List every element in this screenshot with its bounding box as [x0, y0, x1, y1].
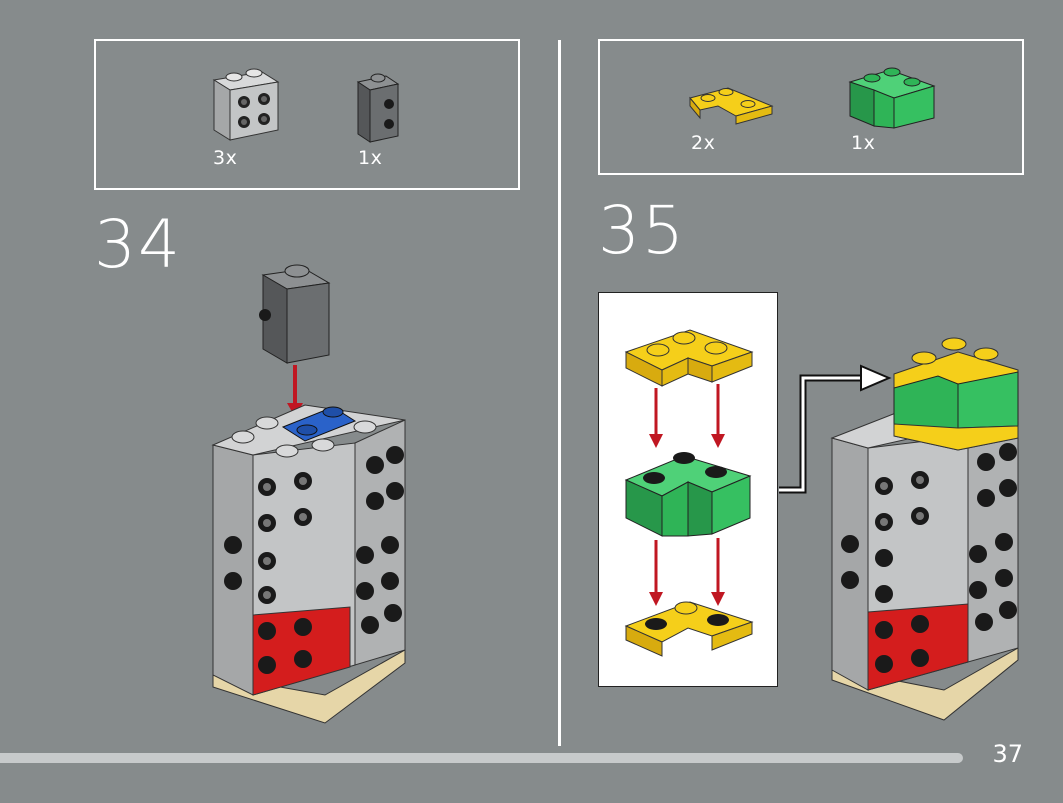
yellow-corner-plate-part-icon: [689, 87, 774, 125]
parts-callout-step-35: [598, 39, 1024, 175]
green-corner-brick-part-icon: [848, 67, 936, 129]
part-qty-dark-gray-brick: 1x: [358, 147, 383, 169]
step-divider: [558, 40, 561, 746]
page-number: 37: [992, 740, 1023, 768]
step-number-34: 34: [94, 206, 182, 283]
parts-callout-step-34: [94, 39, 520, 190]
placement-arrow-icon: [779, 364, 892, 494]
part-qty-yellow-corner-plate: 2x: [691, 132, 716, 154]
dark-gray-brick-part-icon: [356, 73, 400, 143]
subassembly-illustration: [624, 329, 754, 657]
step-35-model-illustration: [830, 337, 1019, 721]
part-qty-green-corner-brick: 1x: [851, 132, 876, 154]
page-progress-bar: [0, 753, 963, 763]
step-number-35: 35: [598, 192, 686, 269]
part-qty-light-gray-brick: 3x: [213, 147, 238, 169]
light-gray-brick-part-icon: [212, 68, 280, 141]
step-34-model-illustration: [211, 264, 406, 724]
